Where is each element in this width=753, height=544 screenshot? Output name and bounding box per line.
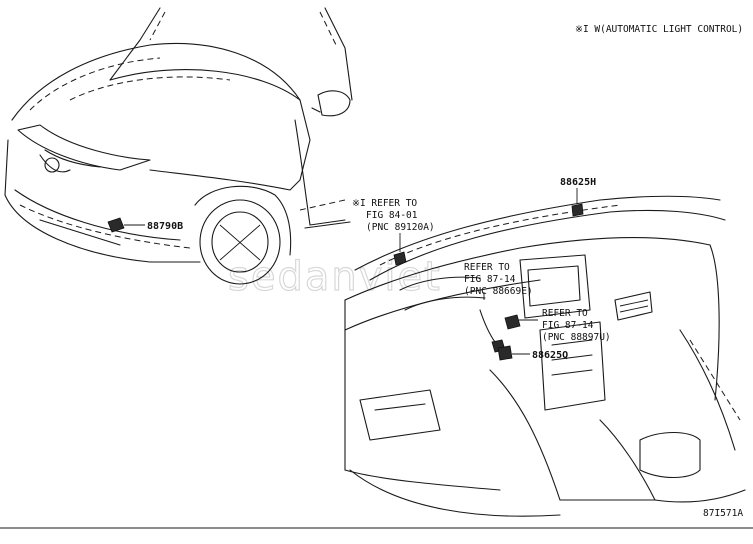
- sensor-88625H-part: [571, 203, 584, 217]
- ref-fig-87-14-a-line3: (PNC 88669E): [464, 286, 533, 297]
- ref-fig-87-14-a-line1: REFER TO: [464, 262, 510, 273]
- dashboard-drawing: [344, 188, 746, 517]
- light-control-sensor-part: [393, 251, 407, 266]
- ref-fig-87-14-b-line1: REFER TO: [542, 308, 588, 319]
- callout-88625Q: 88625Q: [532, 350, 568, 361]
- component-88897U-part: [504, 314, 521, 330]
- callout-88625H: 88625H: [560, 177, 596, 188]
- watermark: sedanviet: [228, 254, 442, 300]
- ref-fig-87-14-a-line2: FIG 87-14: [464, 274, 516, 285]
- header-note: ※I W(AUTOMATIC LIGHT CONTROL): [575, 24, 743, 35]
- ref-fig-87-14-b-line2: FIG 87-14: [542, 320, 594, 331]
- ref-fig-84-01-line1: ※I REFER TO: [352, 198, 417, 209]
- ref-fig-87-14-b-line3: (PNC 88897U): [542, 332, 611, 343]
- ref-fig-84-01-line3: (PNC 89120A): [366, 222, 435, 233]
- ref-fig-84-01-line2: FIG 84-01: [366, 210, 418, 221]
- figure-code: 87I571A: [703, 508, 743, 519]
- sensor-88790B-part: [107, 217, 125, 233]
- callout-88790B: 88790B: [147, 221, 183, 232]
- car-exterior-drawing: [4, 7, 353, 285]
- sensor-88625Q-part: [497, 345, 513, 361]
